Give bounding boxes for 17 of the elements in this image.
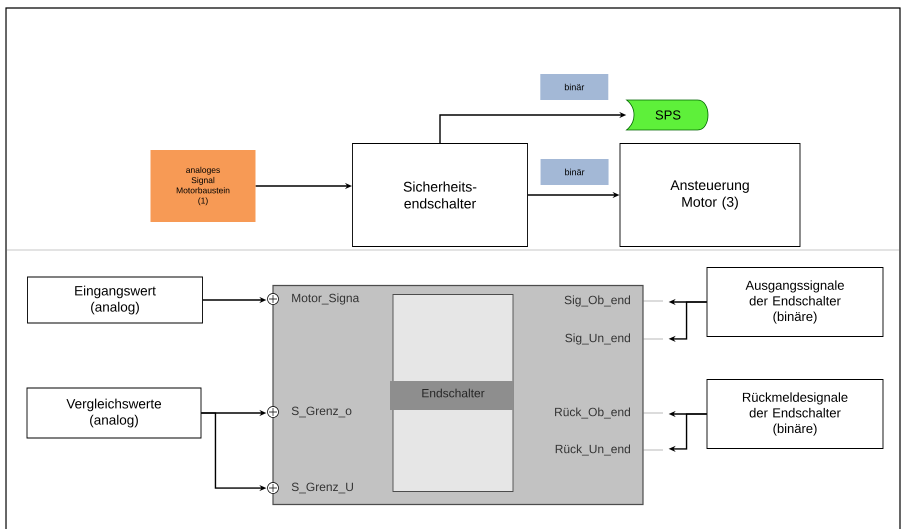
process-box: Vergleichswerte (analog) xyxy=(26,388,202,438)
process-box: Sicherheits-endschalter xyxy=(352,143,528,247)
port-label: S_Grenz_o xyxy=(292,406,352,418)
inner-block: Endschalter xyxy=(390,294,514,492)
port-label: Rück_Un_end xyxy=(556,444,630,456)
process-box: Eingangswert (analog) xyxy=(27,276,203,324)
port-label: Rück_Ob_end xyxy=(555,407,630,419)
port-label: Sig_Ob_end xyxy=(564,295,630,307)
process-box: Ansteuerung Motor (3) xyxy=(620,143,800,247)
process-box: Rückmeldesignale der Endschalter (binäre) xyxy=(706,379,884,449)
edge-label: binär xyxy=(540,159,609,185)
port-label: Motor_Signa xyxy=(292,293,360,305)
signal-box: analoges Signal Motorbaustein (1) xyxy=(150,150,256,222)
port-label: Sig_Un_end xyxy=(565,333,630,345)
process-box: Ausgangssignale der Endschalter (binäre) xyxy=(706,267,884,337)
port-label: S_Grenz_U xyxy=(292,482,353,494)
edge-label: binär xyxy=(540,74,608,100)
